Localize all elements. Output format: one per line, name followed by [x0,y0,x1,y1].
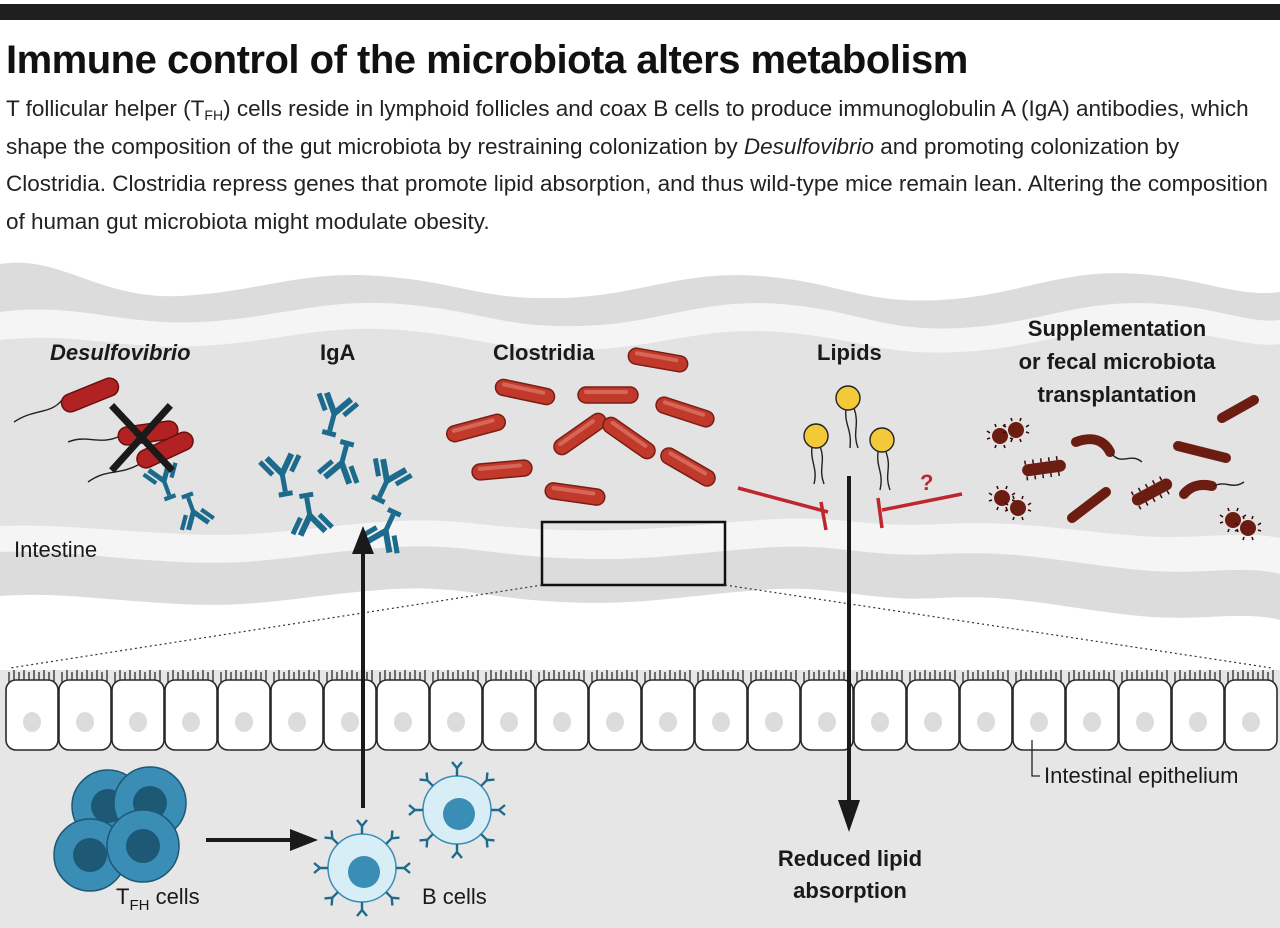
tfh-label-main: T [116,884,129,909]
b-cells [312,760,507,918]
lipid-absorption-arrow [838,476,860,832]
epithelium-label: Intestinal epithelium [1044,763,1238,788]
tfh-cells [53,766,187,892]
figure-caption: T follicular helper (TFH) cells reside i… [6,90,1278,240]
iga-label: IgA [320,340,356,365]
reduced-absorption-label-line2: absorption [793,878,907,903]
tfh-to-bcell-arrow [206,829,318,851]
caption-text-3: and promoting colonization by Clostridia… [6,133,1268,234]
clostridia-label: Clostridia [493,340,595,365]
lipids-label: Lipids [817,340,882,365]
tfh-label-sub: FH [129,897,149,914]
supplementation-bacteria [986,395,1262,541]
supplementation-label-line1: Supplementation [1028,316,1206,341]
tfh-label-rest: cells [149,884,199,909]
tfh-cells-label: TFH cells [116,884,200,914]
caption-text-2: ) cells reside in lymphoid follicles and… [6,96,1249,159]
b-cells-label: B cells [422,884,487,909]
iga-secretion-arrow [352,526,374,808]
desulfovibrio-bacteria [13,377,217,541]
caption-text-1: T follicular helper (T [6,96,205,121]
top-rule [0,4,1280,20]
epithelium-leader-line [1031,740,1040,777]
zoom-box [9,520,1273,669]
clostridia-inhibition-arrow [737,486,829,531]
supplementation-label-line3: transplantation [1038,382,1197,407]
question-mark: ? [920,470,933,495]
desulfovibrio-label: Desulfovibrio [50,340,191,365]
supplementation-inhibition-arrow [876,492,963,529]
figure-title: Immune control of the microbiota alters … [6,38,968,82]
supplementation-label-line2: or fecal microbiota [1019,349,1217,374]
caption-italic-desulfovibrio: Desulfovibrio [743,133,874,159]
diagram: Desulfovibrio IgA Clostridia Lipids Supp… [0,262,1280,928]
reduced-absorption-label-line1: Reduced lipid [778,846,922,871]
lipid-molecules [803,385,895,491]
intestine-label: Intestine [14,537,97,562]
caption-subscript: FH [204,107,224,123]
